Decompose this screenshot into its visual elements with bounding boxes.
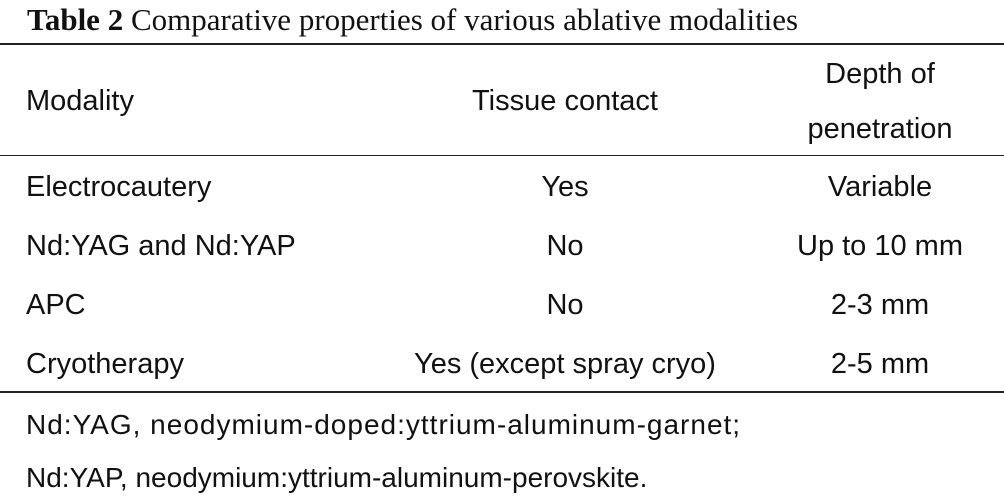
table-number: Table 2 bbox=[27, 2, 124, 37]
bottom-rule bbox=[0, 391, 1004, 393]
header-rule bbox=[0, 155, 1004, 156]
row-4-depth: 2-5 mm bbox=[830, 348, 930, 380]
footnote-1: Nd:YAG, neodymium-doped:yttrium-aluminum… bbox=[26, 409, 742, 440]
row-1-tissue-contact: Yes bbox=[541, 171, 589, 203]
header-tissue-contact: Tissue contact bbox=[472, 85, 658, 117]
row-3-tissue-contact: No bbox=[546, 289, 584, 321]
row-2-tissue-contact: No bbox=[546, 230, 584, 262]
table-title: Table 2 Comparative properties of variou… bbox=[27, 0, 997, 40]
row-4-tissue-contact: Yes (except spray cryo) bbox=[414, 348, 716, 380]
row-3-modality: APC bbox=[26, 289, 86, 321]
header-depth-line1: Depth of bbox=[825, 58, 935, 90]
row-3-depth: 2-3 mm bbox=[830, 289, 930, 321]
row-4-modality: Cryotherapy bbox=[26, 348, 184, 380]
top-rule bbox=[0, 43, 1004, 45]
row-2-depth: Up to 10 mm bbox=[797, 230, 963, 262]
row-1-modality: Electrocautery bbox=[26, 171, 212, 203]
row-1-depth: Variable bbox=[827, 171, 933, 203]
header-depth-line2: penetration bbox=[807, 113, 953, 145]
row-2-modality: Nd:YAG and Nd:YAP bbox=[26, 230, 296, 262]
header-modality: Modality bbox=[26, 85, 134, 117]
footnote-2: Nd:YAP, neodymium:yttrium-aluminum-perov… bbox=[26, 462, 648, 493]
table-caption: Comparative properties of various ablati… bbox=[130, 2, 799, 37]
